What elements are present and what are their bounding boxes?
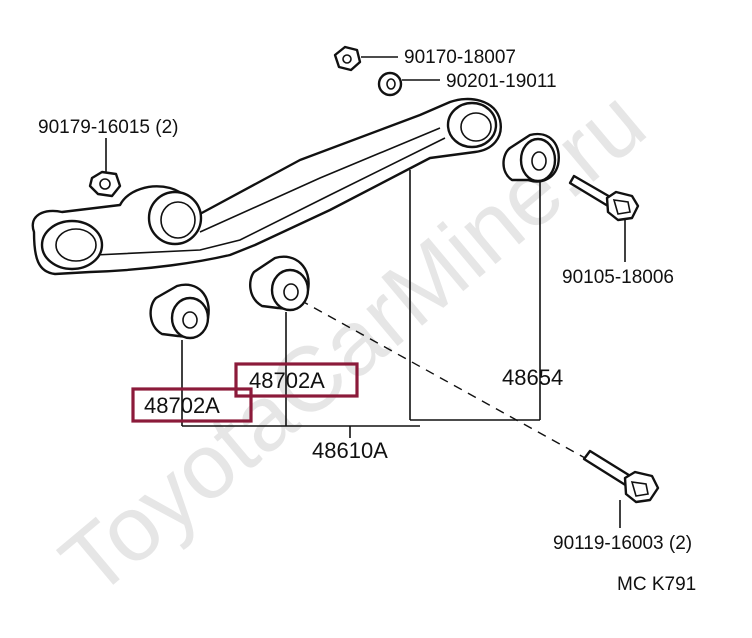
assembly-leader-lines <box>181 170 541 438</box>
label-48654: 48654 <box>502 365 563 390</box>
lower-control-arm <box>31 97 502 276</box>
label-48702a-upper: 48702A <box>249 368 325 393</box>
bushing-48654 <box>502 132 560 183</box>
bolt-axis-dashed-line <box>299 299 586 459</box>
washer-top <box>377 71 403 97</box>
label-90179-16015: 90179-16015 (2) <box>38 117 179 138</box>
label-90201-19011: 90201-19011 <box>446 71 557 92</box>
highlight-box-upper[interactable] <box>234 362 359 398</box>
label-90170-18007: 90170-18007 <box>404 47 516 68</box>
label-48702a-lower: 48702A <box>144 393 220 418</box>
hex-nut-left <box>88 170 122 198</box>
bushing-48702a-lower <box>149 283 210 340</box>
bolt-90119 <box>582 449 660 504</box>
bolt-90105 <box>568 174 640 222</box>
figure-code: MC K791 <box>617 574 696 595</box>
label-90105-18006: 90105-18006 <box>562 267 674 288</box>
label-90119-16003: 90119-16003 (2) <box>553 533 692 554</box>
highlight-box-lower[interactable] <box>131 387 253 423</box>
label-48610a: 48610A <box>312 438 388 463</box>
hex-nut-top <box>333 45 362 72</box>
bushing-48702a-upper <box>249 255 310 312</box>
